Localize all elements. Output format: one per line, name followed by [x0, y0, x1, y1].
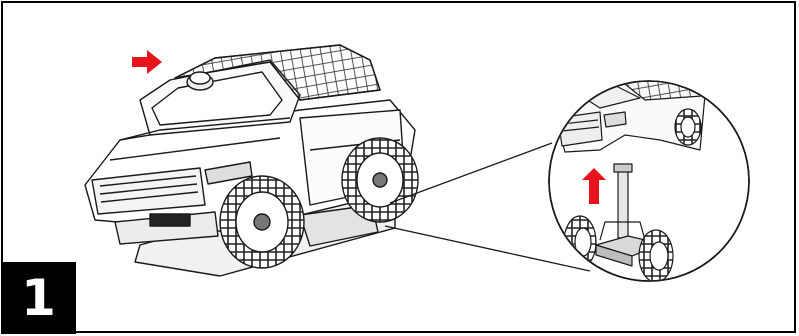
wheel-axle-stand-detail: [563, 163, 674, 280]
detail-zoom-circle: [548, 80, 750, 282]
rear-wheel: [341, 137, 419, 223]
front-wheel: [219, 175, 305, 269]
step-number-badge: 1: [1, 262, 76, 334]
callout-leader-lines: [384, 142, 591, 272]
toy-car-main: [84, 44, 419, 277]
right-arrow-icon: [132, 50, 162, 74]
up-arrow-icon: [582, 168, 606, 204]
